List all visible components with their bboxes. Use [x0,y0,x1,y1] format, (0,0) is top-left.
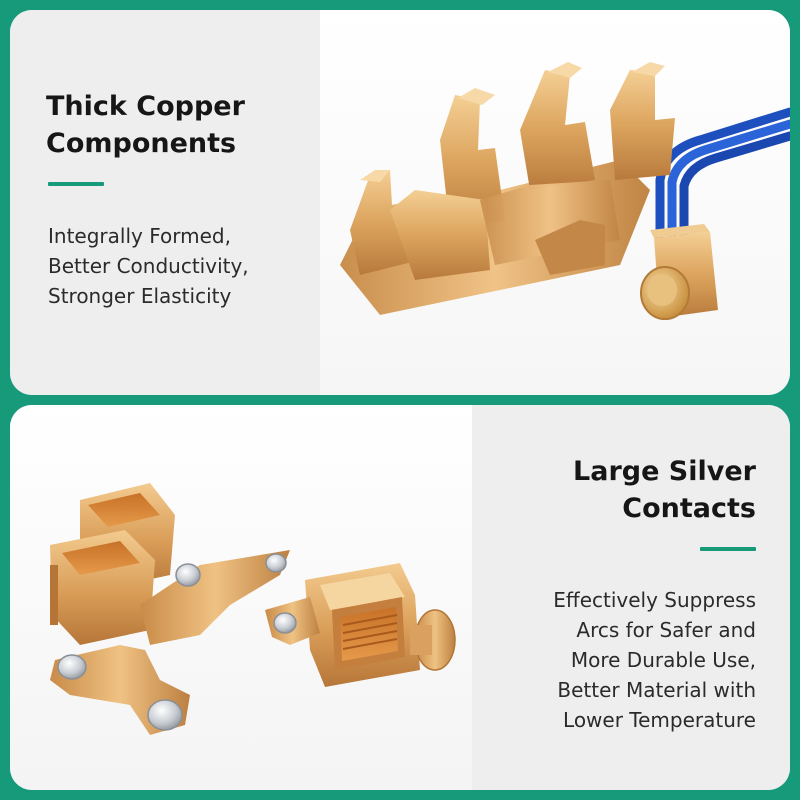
silver-desc-line-4: Better Material with [557,678,756,702]
copper-desc-line-3: Stronger Elasticity [48,284,232,308]
copper-desc-line-2: Better Conductivity, [48,254,249,278]
feature-card-copper: Thick Copper Components Integrally Forme… [10,10,790,395]
silver-desc-line-1: Effectively Suppress [553,588,756,612]
silver-desc-line-3: More Durable Use, [570,648,756,672]
copper-heading: Thick Copper Components [46,88,306,162]
copper-components-illustration [340,62,790,320]
silver-contacts-image [10,405,472,790]
copper-heading-line-1: Thick Copper [46,91,245,122]
silver-contacts-illustration [50,483,456,735]
silver-text-panel: Large Silver Contacts Effectively Suppre… [472,405,790,790]
silver-heading: Large Silver Contacts [486,453,756,527]
silver-desc-line-2: Arcs for Safer and [576,618,756,642]
silver-desc-line-5: Lower Temperature [563,708,756,732]
silver-heading-line-2: Contacts [622,493,756,524]
feature-card-silver: Large Silver Contacts Effectively Suppre… [10,405,790,790]
copper-desc-line-1: Integrally Formed, [48,224,231,248]
silver-heading-line-1: Large Silver [573,456,756,487]
copper-components-image [320,10,790,395]
copper-heading-line-2: Components [46,128,237,159]
copper-accent-divider [48,182,104,186]
copper-description: Integrally Formed, Better Conductivity, … [48,221,310,311]
silver-accent-divider [700,547,756,551]
silver-description: Effectively Suppress Arcs for Safer and … [476,585,756,735]
copper-text-panel: Thick Copper Components Integrally Forme… [10,10,320,395]
